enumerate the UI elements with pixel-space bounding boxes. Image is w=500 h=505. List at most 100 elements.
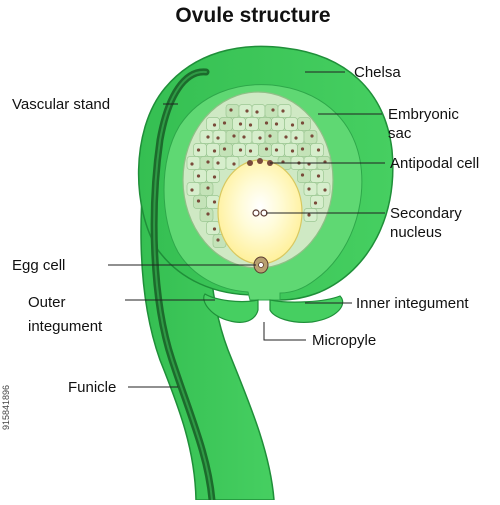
sac-cell xyxy=(258,117,272,131)
sac-cell-nucleus xyxy=(274,148,279,152)
sac-cell-nucleus xyxy=(190,162,194,166)
sac-cell xyxy=(290,130,305,144)
sac-cell xyxy=(310,195,324,209)
antipodal-cell-2 xyxy=(257,158,263,164)
sac-cell-nucleus xyxy=(290,149,295,153)
embryonic-sac-cells xyxy=(186,104,331,248)
sac-cell-nucleus xyxy=(258,136,262,140)
sac-cell xyxy=(199,156,214,170)
sac-cell-nucleus xyxy=(316,174,321,178)
sac-cell-nucleus xyxy=(232,162,236,166)
antipodal-cell-1 xyxy=(247,160,253,166)
sac-cell-nucleus xyxy=(196,199,201,203)
sac-cell xyxy=(297,117,311,131)
sac-cell-nucleus xyxy=(248,149,253,153)
page-title: Ovule structure xyxy=(175,4,330,27)
label-embryonic-sac-line1: Embryonic xyxy=(388,106,459,123)
sac-cell-nucleus xyxy=(300,121,305,125)
label-outer-integument-line2: integument xyxy=(28,318,103,335)
sac-cell-nucleus xyxy=(206,135,210,139)
sac-cell-nucleus xyxy=(216,161,220,165)
label-inner-integument: Inner integument xyxy=(356,295,469,312)
sac-cell-nucleus xyxy=(222,147,227,151)
sac-cell-nucleus xyxy=(300,147,305,151)
sac-cell xyxy=(297,169,311,183)
side-image-id: 915841896 xyxy=(1,385,11,430)
sac-cell-nucleus xyxy=(264,121,269,125)
sac-cell-nucleus xyxy=(196,148,201,152)
sac-cell-nucleus xyxy=(206,186,210,190)
label-funicle: Funicle xyxy=(68,379,116,396)
sac-cell xyxy=(206,143,220,157)
vascular-strand-highlight xyxy=(153,70,213,501)
sac-cell-nucleus xyxy=(284,135,288,139)
label-outer-integument-line1: Outer xyxy=(28,294,66,311)
sac-cell xyxy=(245,143,259,157)
sac-cell-nucleus xyxy=(212,175,217,179)
sac-cell-nucleus xyxy=(300,173,305,177)
label-micropyle: Micropyle xyxy=(312,332,376,349)
label-embryonic-sac-line2: sac xyxy=(388,125,412,142)
sac-cell-nucleus xyxy=(232,134,236,138)
sac-cell xyxy=(225,156,240,170)
sac-cell-nucleus xyxy=(281,109,285,113)
sac-cell-nucleus xyxy=(268,134,272,138)
sac-cell xyxy=(212,130,227,144)
sac-cell xyxy=(284,117,298,131)
sac-cell xyxy=(258,143,272,157)
sac-cell xyxy=(245,117,259,131)
sac-cell-nucleus xyxy=(216,136,220,140)
sac-cell-nucleus xyxy=(307,213,311,217)
sac-cell xyxy=(264,104,279,118)
sac-cell xyxy=(251,104,266,118)
label-chelsa: Chelsa xyxy=(354,64,401,81)
sac-cell xyxy=(186,182,201,196)
secondary-nucleus-cell xyxy=(217,159,303,265)
sac-cell xyxy=(251,130,266,144)
sac-cell xyxy=(225,104,240,118)
sac-cell-nucleus xyxy=(229,108,233,112)
sac-cell-nucleus xyxy=(190,188,194,192)
sac-cell-nucleus xyxy=(212,227,217,231)
sac-cell xyxy=(284,143,298,157)
sac-cell-nucleus xyxy=(310,134,314,138)
sac-cell-nucleus xyxy=(294,136,298,140)
sac-cell-nucleus xyxy=(212,200,217,204)
sac-cell-nucleus xyxy=(248,123,253,127)
label-antipodal-cell: Antipodal cell xyxy=(390,155,479,172)
sac-cell-nucleus xyxy=(242,135,246,139)
sac-cell-nucleus xyxy=(206,160,210,164)
sac-cell-nucleus xyxy=(216,238,220,242)
sac-cell xyxy=(206,169,220,183)
sac-cell xyxy=(193,195,207,209)
sac-cell xyxy=(206,221,220,235)
sac-cell-nucleus xyxy=(274,122,279,126)
sac-cell-nucleus xyxy=(271,108,275,112)
sac-cell-nucleus xyxy=(307,187,311,191)
sac-cell-nucleus xyxy=(196,174,201,178)
sac-cell-nucleus xyxy=(222,121,227,125)
sac-cell-nucleus xyxy=(323,188,327,192)
sac-cell-nucleus xyxy=(238,148,243,152)
secondary-nucleus-dot-left xyxy=(252,209,260,217)
label-vascular-stand: Vascular stand xyxy=(12,96,110,113)
sac-cell-nucleus xyxy=(212,123,217,127)
sac-cell xyxy=(264,130,279,144)
sac-cell-nucleus xyxy=(245,109,249,113)
label-secondary-nucleus-line2: nucleus xyxy=(390,224,442,241)
sac-cell-nucleus xyxy=(290,123,295,127)
sac-cell-nucleus xyxy=(238,122,243,126)
sac-cell xyxy=(316,182,331,196)
sac-cell-nucleus xyxy=(255,110,259,114)
sac-cell xyxy=(186,156,201,170)
sac-cell xyxy=(206,117,220,131)
sac-cell xyxy=(219,117,233,131)
sac-cell xyxy=(303,130,318,144)
sac-cell-nucleus xyxy=(316,148,321,152)
sac-cell-nucleus xyxy=(206,212,210,216)
sac-cell xyxy=(297,143,311,157)
sac-cell-nucleus xyxy=(264,147,269,151)
leader-micropyle xyxy=(263,322,306,341)
